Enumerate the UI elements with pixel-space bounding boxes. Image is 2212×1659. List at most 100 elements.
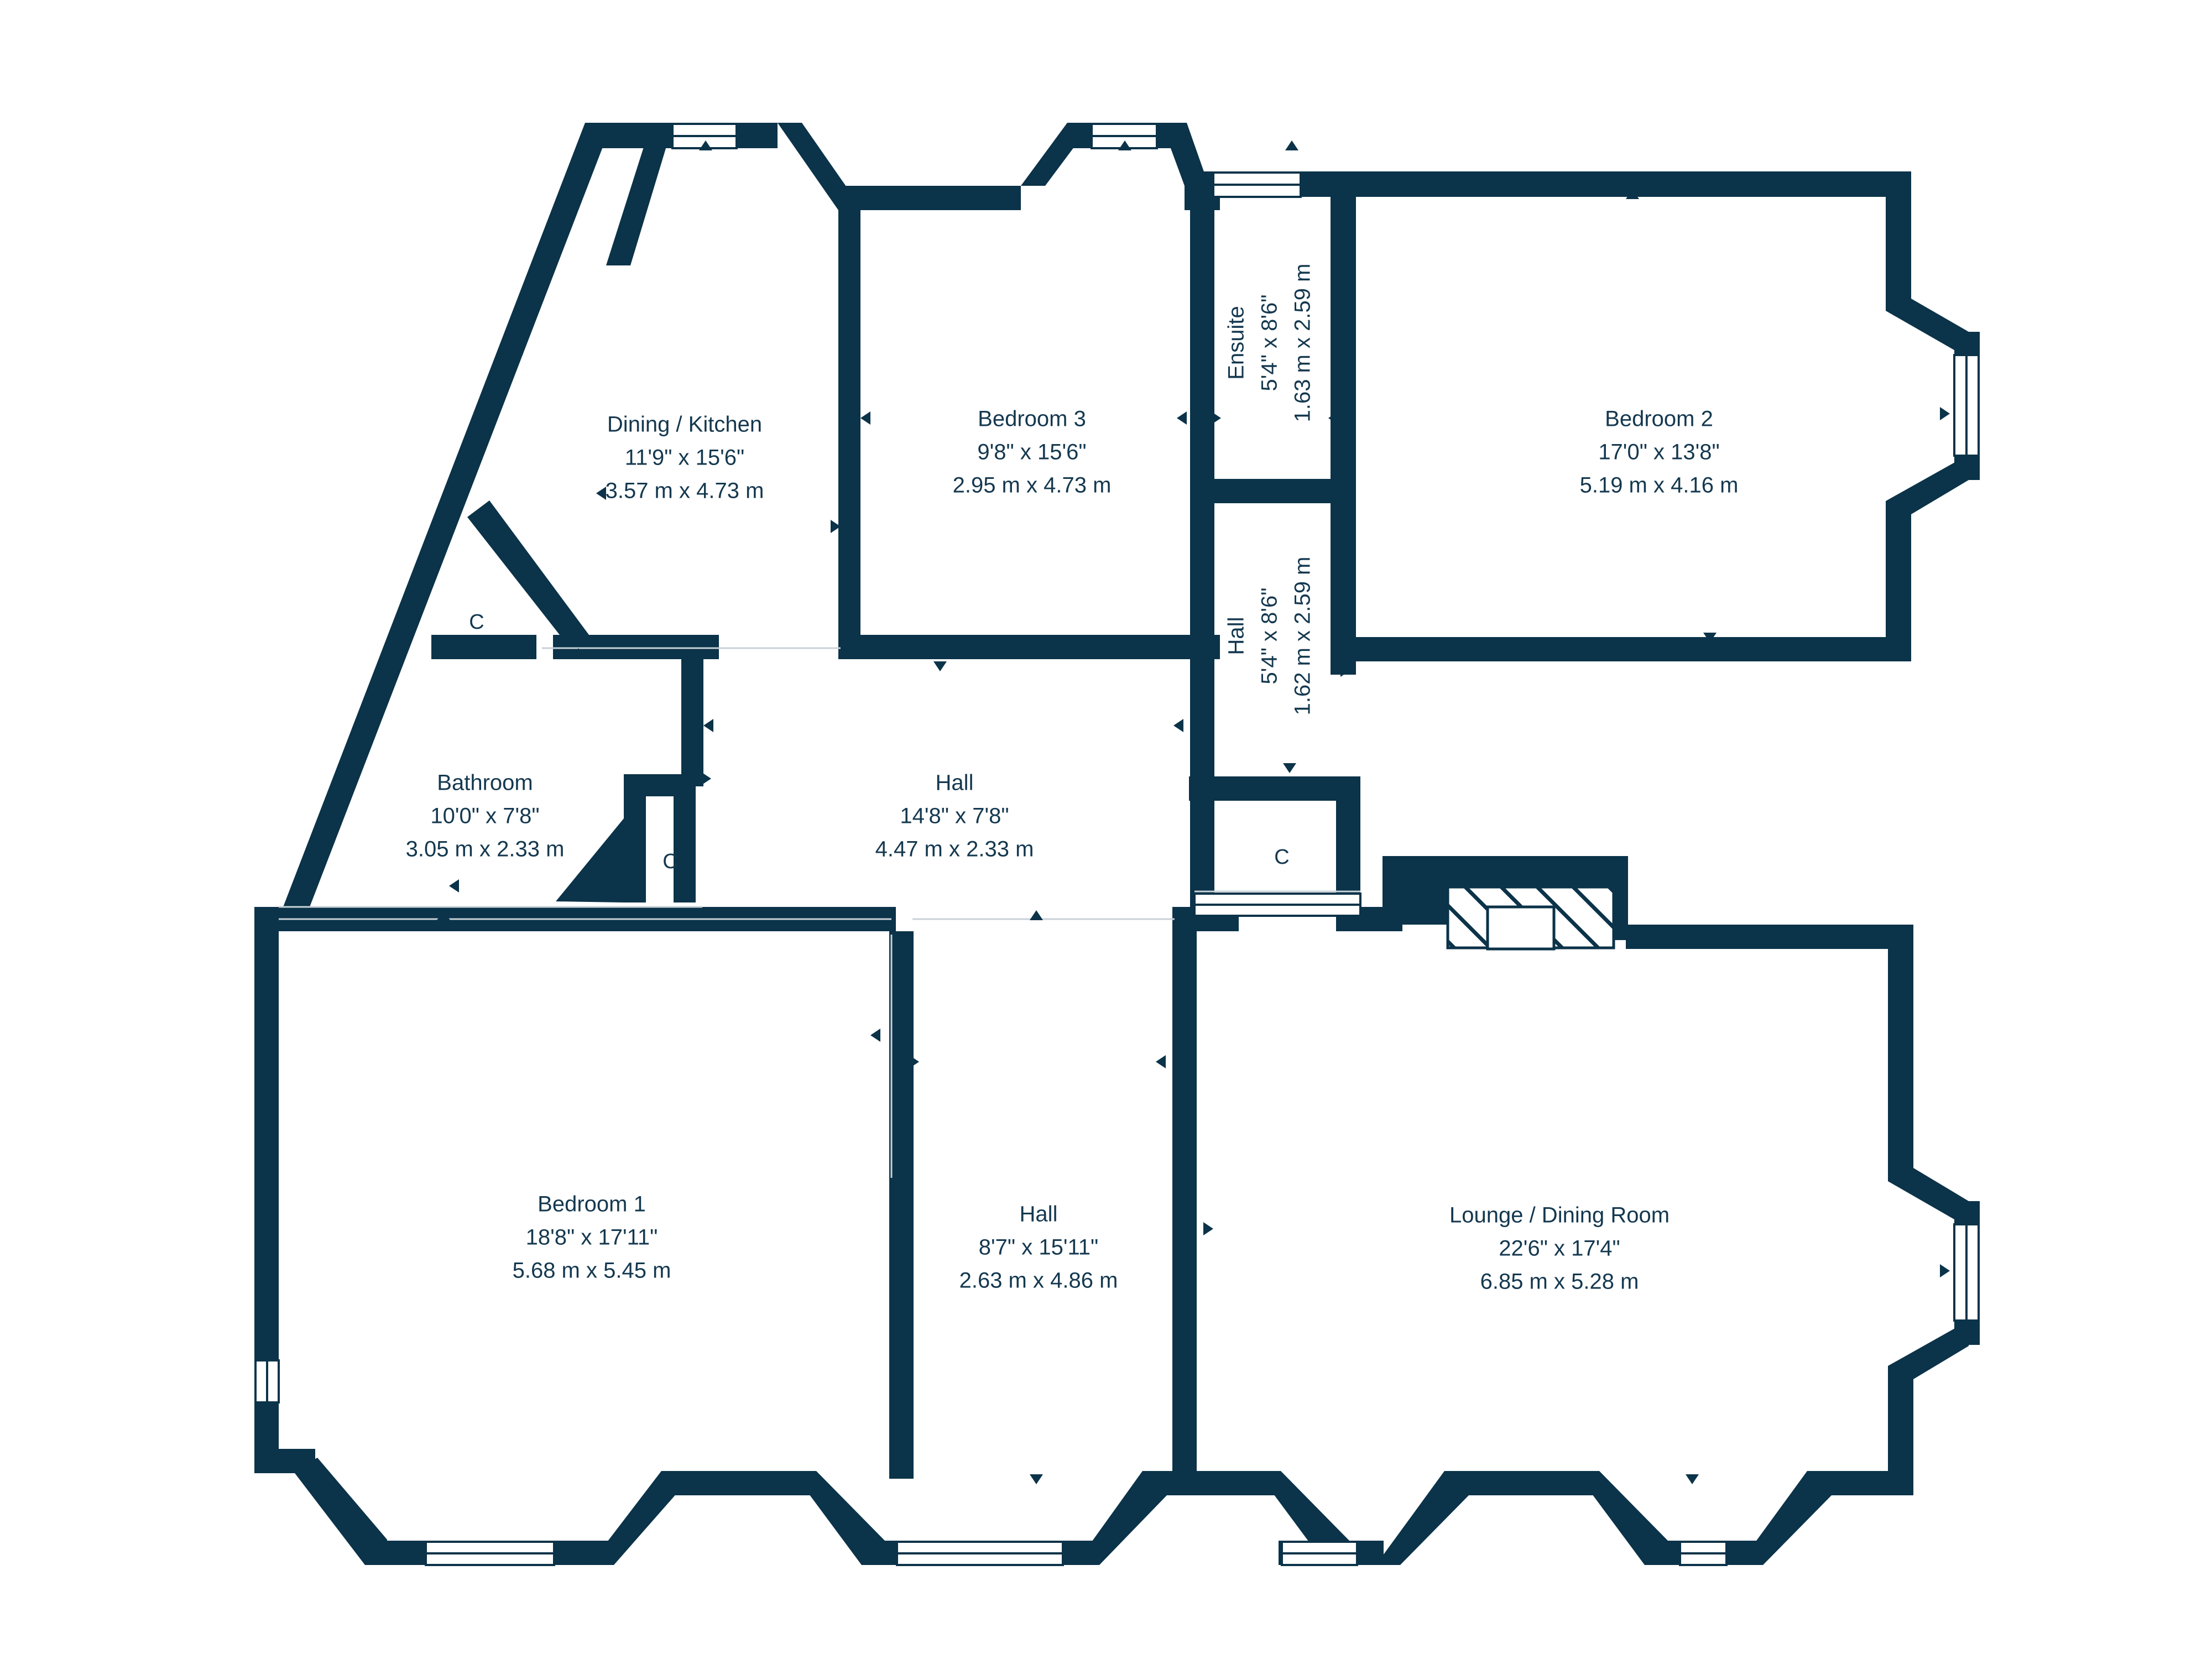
wall-lounge-east-bay-top-angle xyxy=(1888,1156,1969,1228)
wall-bedroom2-bottom xyxy=(1356,637,1911,661)
door-arrow-bedroom2-bay xyxy=(1940,407,1950,420)
label-ensuite: Ensuite 5'4" x 8'6" 1.63 m x 2.59 m xyxy=(1224,264,1315,422)
door-arrow-mid-opening xyxy=(1030,910,1043,920)
room-dim-imperial-lounge: 22'6" x 17'4" xyxy=(1499,1237,1620,1261)
wall-lounge-right-upper xyxy=(1888,925,1913,1168)
door-arrow-bathroom-bottom xyxy=(437,910,450,920)
room-dim-metric-bedroom-3: 2.95 m x 4.73 m xyxy=(953,473,1112,498)
wall-ensuite-bottom xyxy=(1190,479,1356,503)
door-arrow-diag-upper xyxy=(596,487,606,500)
room-name-ensuite: Ensuite xyxy=(1224,306,1249,379)
door-arrow-bedroom3-top xyxy=(1118,140,1131,150)
wall-bedroom2-bay-top-angle xyxy=(1886,286,1969,358)
room-name-bedroom-1: Bedroom 1 xyxy=(538,1192,646,1217)
room-dim-metric-dining-kitchen: 3.57 m x 4.73 m xyxy=(606,479,764,503)
wall-bedroom3-dormer-top-left-stub xyxy=(1067,123,1093,148)
wall-dining-top-left xyxy=(606,123,674,265)
door-arrow-hall-left xyxy=(703,719,713,732)
wall-bedroom2-bay-right-top xyxy=(1954,332,1980,356)
door-arrow-hall-right-lower xyxy=(1156,1055,1166,1068)
wall-bathroom-closet-diagonal xyxy=(556,818,624,902)
wall-bathroom-stub xyxy=(681,659,703,726)
door-arrow-hall-left2 xyxy=(701,772,711,785)
room-dim-imperial-bedroom-1: 18'8" x 17'11" xyxy=(526,1225,658,1250)
wall-bottom-run-1 xyxy=(661,1471,816,1495)
wall-lounge-east-bay-jamb-top xyxy=(1954,1201,1980,1225)
label-bedroom-1: Bedroom 1 18'8" x 17'11" 5.68 m x 5.45 m xyxy=(513,1192,671,1283)
door-arrow-hall-bay-bottom xyxy=(1030,1474,1043,1484)
wall-lounge-right-lower xyxy=(1888,1366,1913,1495)
room-dim-metric-bedroom-1: 5.68 m x 5.45 m xyxy=(513,1259,671,1283)
wall-bedroom1-hall-divider xyxy=(889,931,914,1479)
label-lounge-dining-room: Lounge / Dining Room 22'6" x 17'4" 6.85 … xyxy=(1449,1203,1670,1294)
wall-bedroom1-left xyxy=(254,907,279,1360)
wall-bedroom2-right-lower xyxy=(1886,501,1911,661)
closet-label-dining-kitchen: C xyxy=(469,611,484,634)
thin-lines-group xyxy=(279,647,1360,1178)
room-name-hall-lower: Hall xyxy=(1020,1202,1058,1227)
wall-hall-vertical-right xyxy=(1331,503,1356,675)
wall-bottom-run-3 xyxy=(1444,1471,1599,1495)
window-lounge-bay1 xyxy=(1281,1541,1358,1566)
room-dim-metric-hall-middle: 4.47 m x 2.33 m xyxy=(875,837,1034,862)
room-dim-imperial-hall-upper: 5'4" x 8'6" xyxy=(1258,588,1282,685)
wall-bedroom3-bottom xyxy=(838,635,1220,659)
door-arrow-lounge-bottom xyxy=(1686,1474,1699,1484)
window-bedroom2-bay xyxy=(1953,354,1980,457)
room-dim-imperial-bathroom: 10'0" x 7'8" xyxy=(430,804,539,828)
window-ensuite-top xyxy=(1212,171,1302,198)
wall-hall-lounge-divider xyxy=(1172,931,1197,1479)
wall-bedroom1-bay-bottom-stub-left xyxy=(365,1541,427,1565)
room-dim-metric-hall-lower: 2.63 m x 4.86 m xyxy=(959,1269,1118,1293)
room-dim-imperial-hall-middle: 14'8" x 7'8" xyxy=(900,804,1009,828)
wall-bedroom3-top-left xyxy=(838,186,1021,210)
window-bedroom1-left xyxy=(254,1359,280,1404)
window-lounge-east-bay xyxy=(1953,1223,1980,1322)
door-arrow-bedroom2-top xyxy=(1626,189,1639,199)
windows-group xyxy=(254,123,1980,1566)
room-name-bedroom-3: Bedroom 3 xyxy=(978,407,1086,431)
label-hall-lower: Hall 8'7" x 15'11" 2.63 m x 4.86 m xyxy=(959,1202,1118,1293)
wall-bottom-run-2 xyxy=(1142,1471,1281,1495)
wall-closet-dining-diagonal xyxy=(467,500,589,635)
room-dim-imperial-bedroom-3: 9'8" x 15'6" xyxy=(977,440,1086,465)
door-arrow-hall-right xyxy=(1173,719,1183,732)
door-arrow-ensuite-right xyxy=(1328,411,1338,425)
fireplace-hearth xyxy=(1486,905,1556,951)
door-arrow-ensuite-left xyxy=(1211,411,1221,425)
door-arrow-lounge-left xyxy=(1203,1222,1213,1235)
door-arrow-closet-dining-bottom xyxy=(572,648,585,658)
wall-lounge-top xyxy=(1626,925,1913,949)
wall-exterior-diagonal-upper-left xyxy=(283,123,608,907)
room-dim-metric-ensuite: 1.63 m x 2.59 m xyxy=(1291,264,1315,422)
room-name-lounge: Lounge / Dining Room xyxy=(1449,1203,1670,1228)
wall-ensuite-top-left-stub xyxy=(1190,171,1214,197)
label-bathroom: Bathroom 10'0" x 7'8" 3.05 m x 2.33 m xyxy=(406,771,565,862)
door-arrow-hall-v-right xyxy=(1340,664,1350,677)
door-arrow-dining-right-lower xyxy=(831,520,841,533)
wall-bedroom2-right-upper xyxy=(1886,171,1911,299)
room-dim-imperial-hall-lower: 8'7" x 15'11" xyxy=(979,1235,1098,1260)
window-hall-bay xyxy=(896,1541,1064,1566)
wall-closet-hall-top xyxy=(1189,776,1360,801)
wall-ensuite-left xyxy=(1190,171,1214,503)
label-bedroom-2: Bedroom 2 17'0" x 13'8" 5.19 m x 4.16 m xyxy=(1580,407,1739,498)
door-arrow-dining-top xyxy=(699,140,712,150)
wall-bathroom-closet-right xyxy=(674,774,696,902)
room-dim-metric-bedroom-2: 5.19 m x 4.16 m xyxy=(1580,473,1739,498)
wall-dining-top-right-stub xyxy=(735,123,778,148)
label-hall-middle: Hall 14'8" x 7'8" 4.47 m x 2.33 m xyxy=(875,771,1034,862)
wall-bedroom1-bay-left-angle xyxy=(293,1458,387,1565)
label-bedroom-3: Bedroom 3 9'8" x 15'6" 2.95 m x 4.73 m xyxy=(953,407,1112,498)
wall-ensuite-right xyxy=(1331,171,1356,503)
room-dim-imperial-bedroom-2: 17'0" x 13'8" xyxy=(1598,440,1719,465)
fireplace xyxy=(1446,885,1615,951)
wall-lounge-bay2-bottom-left xyxy=(1645,1541,1681,1565)
label-dining-kitchen: Dining / Kitchen 11'9" x 15'6" 3.57 m x … xyxy=(606,413,764,503)
wall-bedroom2-top xyxy=(1331,171,1911,197)
closet-label-hall: C xyxy=(1274,846,1289,869)
door-arrow-bedroom3-bottom xyxy=(933,661,947,671)
opening-hall-center xyxy=(1193,893,1361,917)
